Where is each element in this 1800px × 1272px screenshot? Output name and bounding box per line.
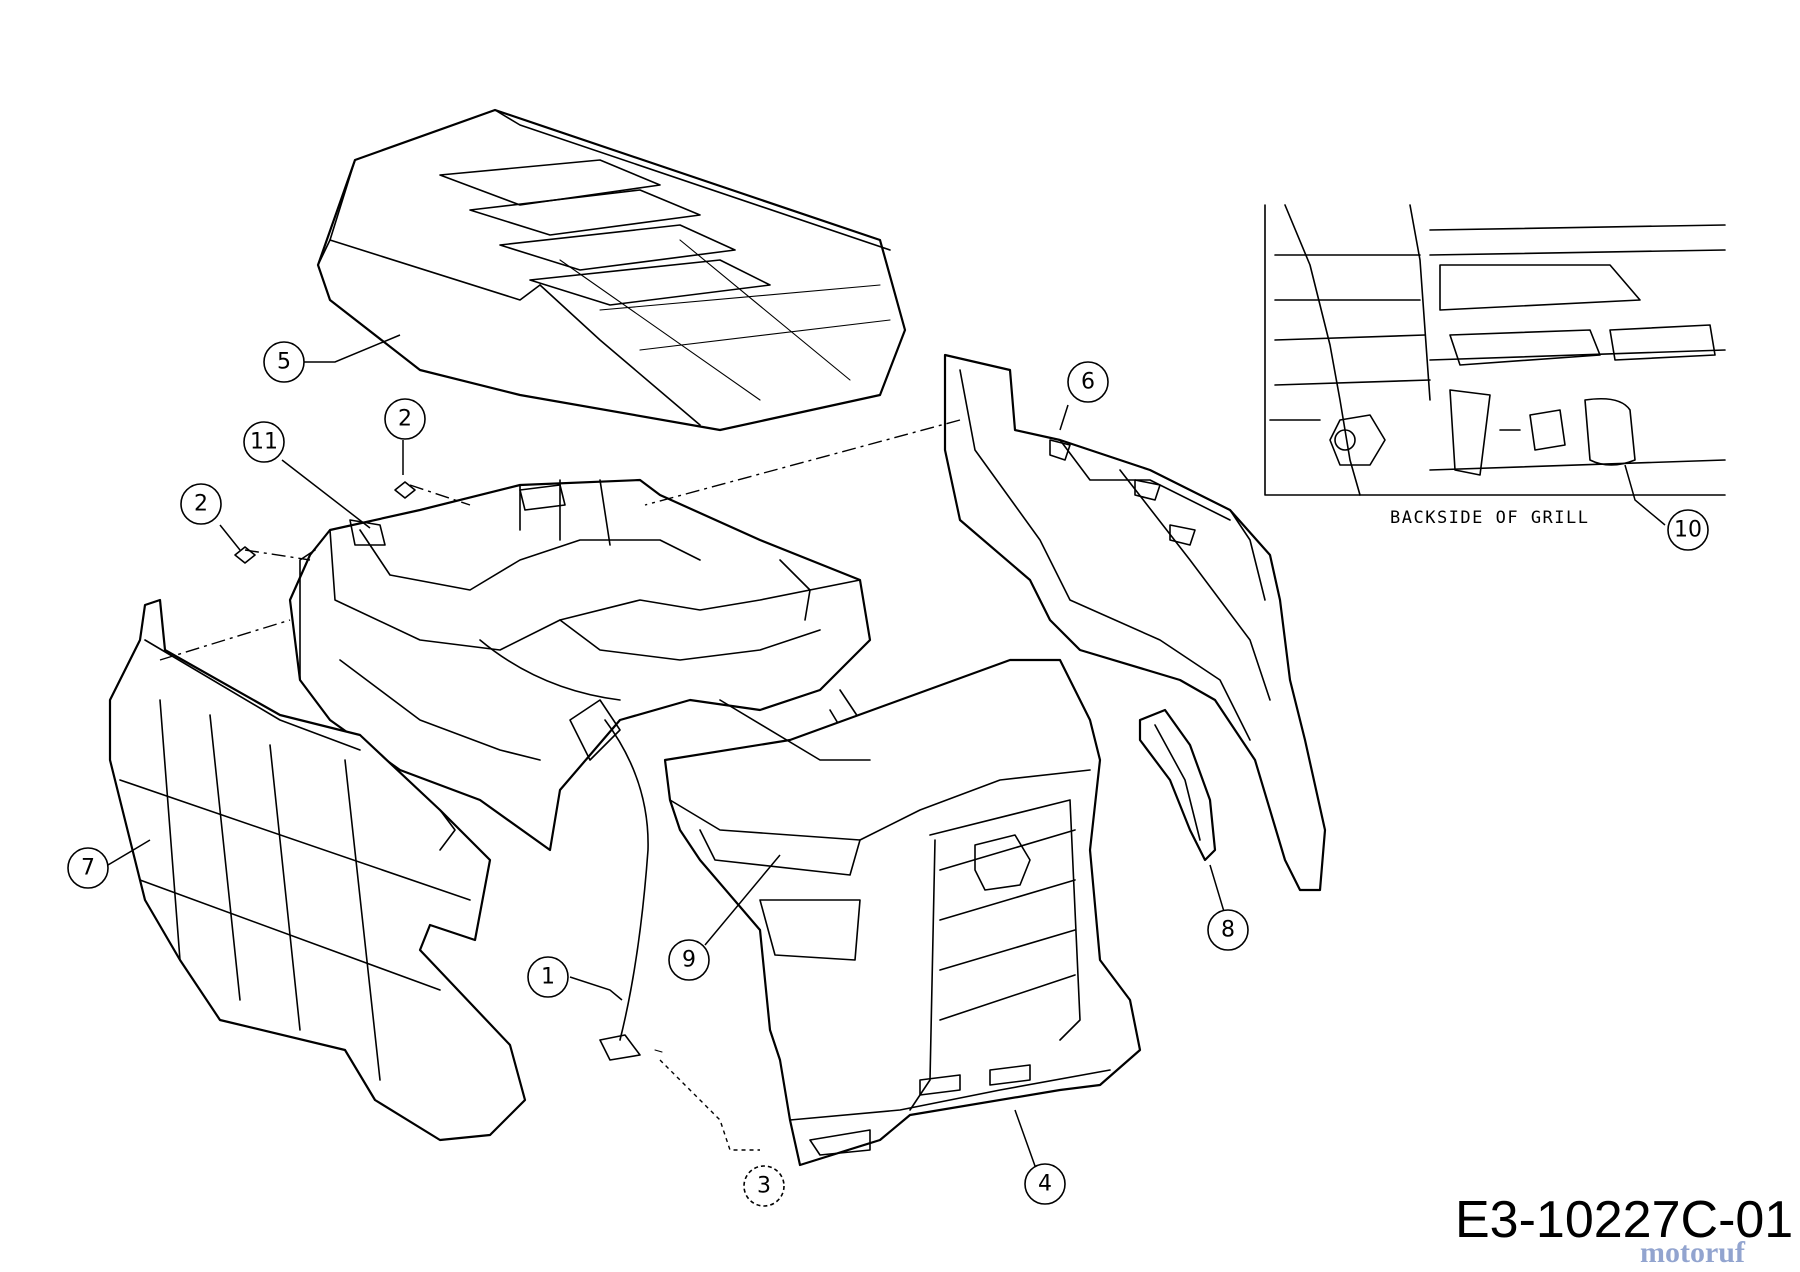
inset-caption: BACKSIDE OF GRILL — [1390, 508, 1590, 528]
grill-backside-inset — [1264, 204, 1726, 496]
callout-7-label: 7 — [81, 856, 95, 881]
left-side-panel-part — [108, 598, 527, 1142]
screw-parts — [234, 481, 416, 564]
callout-9: 9 — [668, 939, 710, 981]
callout-4: 4 — [1024, 1163, 1066, 1205]
callout-11-label: 11 — [250, 430, 278, 455]
callout-2-top: 2 — [384, 398, 426, 440]
callout-10-label: 10 — [1674, 518, 1702, 543]
callout-6-label: 6 — [1081, 370, 1095, 395]
front-grill-part — [663, 658, 1142, 1167]
callout-2-top-label: 2 — [398, 407, 412, 432]
callout-7: 7 — [67, 847, 109, 889]
callout-6: 6 — [1067, 361, 1109, 403]
hood-top-part — [316, 108, 907, 432]
callout-2-left-label: 2 — [194, 492, 208, 517]
watermark-logo: motoruf — [1640, 1236, 1745, 1269]
callout-5-label: 5 — [277, 350, 291, 375]
alignment-lines — [159, 419, 961, 1151]
callout-4-label: 4 — [1038, 1172, 1052, 1197]
callout-10: 10 — [1667, 509, 1709, 551]
callout-1-label: 1 — [541, 965, 555, 990]
callout-5: 5 — [263, 341, 305, 383]
callout-8: 8 — [1207, 909, 1249, 951]
callout-2-left: 2 — [180, 483, 222, 525]
callout-8-label: 8 — [1221, 918, 1235, 943]
callout-3: 3 — [743, 1165, 785, 1207]
callout-9-label: 9 — [682, 948, 696, 973]
callout-leaders — [107, 334, 1666, 1181]
callout-1: 1 — [527, 956, 569, 998]
drawing-number: E3-10227C-01 — [1455, 1191, 1794, 1249]
callout-3-label: 3 — [757, 1174, 771, 1199]
wiring-harness-part — [599, 719, 663, 1061]
right-side-panel-part — [943, 353, 1327, 892]
callout-11: 11 — [243, 421, 285, 463]
trim-piece-part — [1138, 708, 1217, 862]
